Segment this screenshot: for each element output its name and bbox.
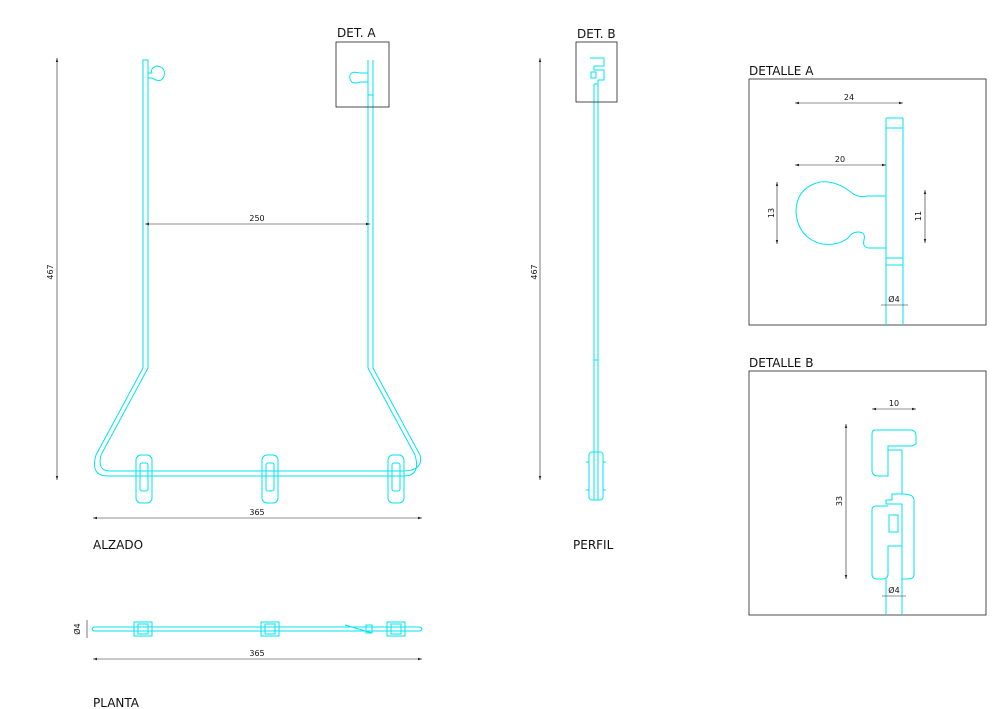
det-a-height-11-dimension: 11 [914, 190, 927, 243]
det-a-height-11-label: 11 [914, 211, 923, 221]
det-a-width-20-dimension: 20 [795, 155, 886, 167]
perfil-height-label: 467 [530, 264, 539, 279]
det-a-diameter-label: Ø4 [888, 294, 899, 304]
det-b-callout-box [575, 41, 618, 103]
detalle-b-frame [748, 370, 987, 616]
alzado-view: DET. A 467 250 365 ALZADO [46, 26, 422, 552]
planta-view-label: PLANTA [93, 696, 140, 709]
planta-diameter-label: Ø4 [72, 623, 82, 634]
planta-width-dimension: 365 [93, 649, 422, 661]
det-a-height-13-dimension: 13 [767, 182, 779, 244]
hanger-frame-front [94, 59, 422, 477]
perfil-height-dimension: 467 [530, 58, 542, 480]
alzado-total-width-dimension: 365 [93, 508, 422, 520]
det-a-width-20-label: 20 [835, 155, 845, 164]
clip-left [135, 454, 153, 504]
det-b-height-33-label: 33 [835, 496, 844, 506]
alzado-total-width-label: 365 [249, 508, 264, 517]
alzado-height-label: 467 [46, 264, 55, 279]
det-a-width-24-label: 24 [844, 93, 854, 102]
det-b-height-33-dimension: 33 [835, 424, 848, 579]
planta-diameter-dimension: Ø4 [72, 620, 88, 638]
alzado-view-label: ALZADO [93, 538, 143, 552]
detalle-b: DETALLE B 10 33 Ø4 [748, 356, 987, 616]
detalle-a-label: DETALLE A [749, 64, 814, 78]
planta-width-label: 365 [249, 649, 264, 658]
det-b-diameter-dimension: Ø4 [882, 585, 906, 597]
alzado-inner-width-label: 250 [249, 214, 264, 223]
hanger-frame-side [586, 57, 606, 501]
planta-view: Ø4 365 PLANTA [72, 620, 423, 709]
perfil-view-label: PERFIL [573, 538, 614, 552]
det-a-callout-box [335, 41, 390, 108]
det-b-callout-label: DET. B [577, 27, 616, 41]
alzado-height-dimension: 467 [46, 58, 59, 480]
det-b-diameter-label: Ø4 [888, 585, 899, 595]
clip-right [387, 454, 405, 504]
det-b-width-10-label: 10 [889, 399, 899, 408]
alzado-inner-width-dimension: 250 [145, 214, 370, 226]
det-a-diameter-dimension: Ø4 [881, 294, 908, 306]
detalle-b-hook [871, 429, 917, 615]
detalle-a-frame [748, 78, 987, 326]
detalle-a-hook [795, 117, 904, 325]
det-a-callout-label: DET. A [337, 26, 376, 40]
det-b-width-10-dimension: 10 [872, 399, 916, 411]
det-a-height-13-label: 13 [767, 208, 776, 218]
clip-center [261, 454, 279, 504]
detalle-a: DETALLE A 24 20 13 11 Ø4 [748, 64, 987, 326]
perfil-view: DET. B 467 PERFIL [530, 27, 618, 552]
det-a-width-24-dimension: 24 [795, 93, 903, 105]
detalle-b-label: DETALLE B [749, 356, 813, 370]
hanger-frame-top [91, 621, 423, 637]
